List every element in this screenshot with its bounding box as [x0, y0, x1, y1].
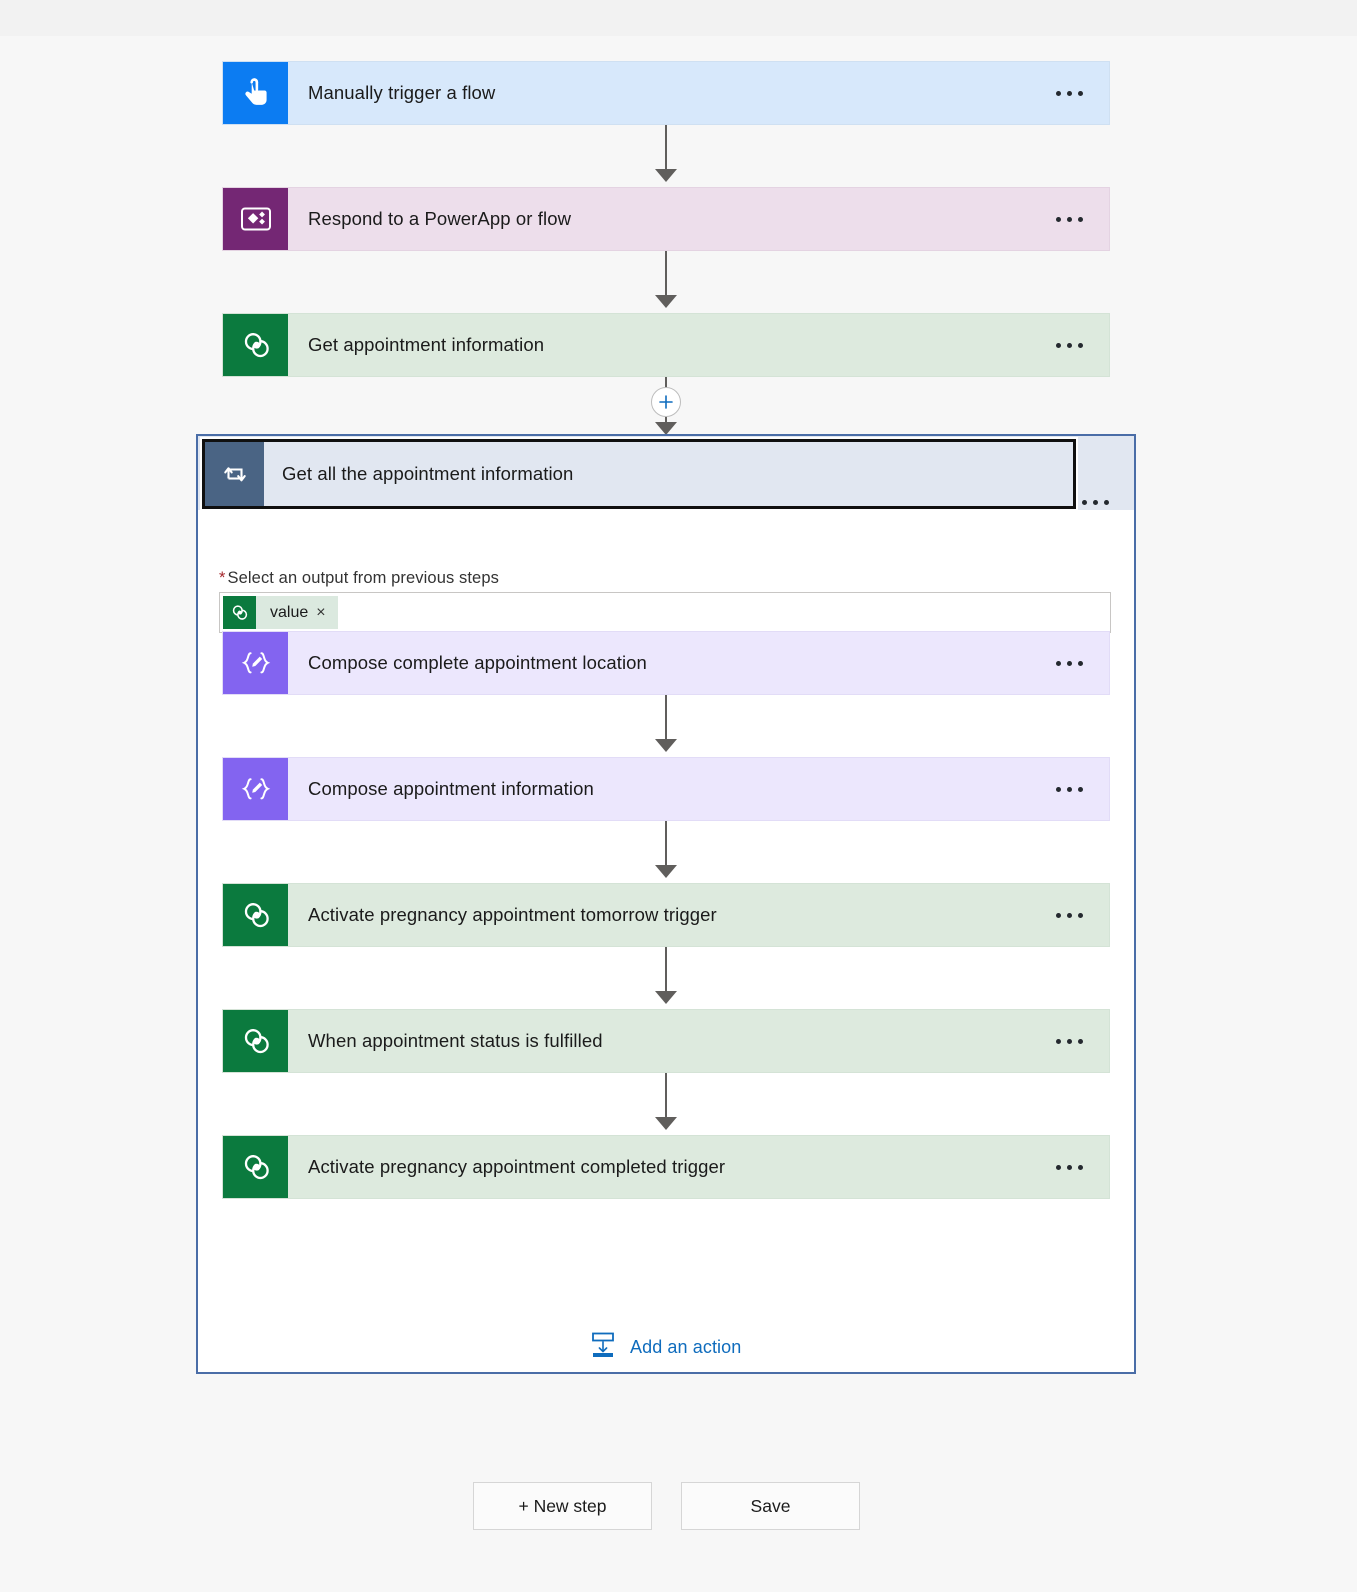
dataverse-icon — [223, 1136, 288, 1198]
flow-node-title: Get appointment information — [308, 334, 545, 355]
insert-below-icon — [588, 1330, 618, 1365]
flow-node-compose-complete-appointment-location[interactable]: Compose complete appointment location — [222, 631, 1110, 695]
flow-node-body: Activate pregnancy appointment completed… — [288, 1136, 1109, 1198]
flow-node-body: Get appointment information — [288, 314, 1109, 376]
new-step-button[interactable]: + New step — [473, 1482, 652, 1530]
flow-node-respond-powerapp[interactable]: Respond to a PowerApp or flow — [222, 187, 1110, 251]
flow-node-activate-pregnancy-appointment-tomorrow-trigger[interactable]: Activate pregnancy appointment tomorrow … — [222, 883, 1110, 947]
dataverse-icon — [223, 314, 288, 376]
select-output-input[interactable]: value × — [219, 592, 1111, 633]
flow-node-menu-button[interactable] — [1052, 85, 1087, 102]
connector-line — [665, 947, 667, 993]
flow-node-get-appointment-information[interactable]: Get appointment information — [222, 313, 1110, 377]
connector-line — [665, 125, 667, 171]
plus-icon — [659, 395, 673, 409]
flow-node-activate-pregnancy-appointment-completed-trigger[interactable]: Activate pregnancy appointment completed… — [222, 1135, 1110, 1199]
connector-arrow — [655, 865, 677, 878]
flow-node-menu-button[interactable] — [1052, 1033, 1087, 1050]
flow-node-body: Manually trigger a flow — [288, 62, 1109, 124]
add-an-action-label: Add an action — [630, 1337, 742, 1357]
flow-node-menu-button[interactable] — [1052, 655, 1087, 672]
flow-node-body: Respond to a PowerApp or flow — [288, 188, 1109, 250]
apply-to-each-title-box: Get all the appointment information — [264, 442, 1073, 506]
flow-node-title: Respond to a PowerApp or flow — [308, 208, 572, 229]
apply-to-each-menu-button[interactable] — [1078, 494, 1113, 511]
flow-node-when-appointment-status-is-fulfilled[interactable]: When appointment status is fulfilled — [222, 1009, 1110, 1073]
powerapps-icon — [223, 188, 288, 250]
dataverse-icon — [223, 596, 256, 629]
flow-node-title: When appointment status is fulfilled — [308, 1030, 603, 1051]
add-an-action-button[interactable]: Add an action — [588, 1330, 741, 1365]
flow-node-body: When appointment status is fulfilled — [288, 1010, 1109, 1072]
token-label: value — [270, 603, 309, 621]
connector-arrow — [655, 169, 677, 182]
compose-icon — [223, 632, 288, 694]
loop-repeat-icon — [205, 442, 264, 506]
flow-node-body: Compose complete appointment location — [288, 632, 1109, 694]
apply-to-each-header-focus[interactable]: Get all the appointment information — [202, 439, 1076, 509]
flow-node-manual-trigger[interactable]: Manually trigger a flow — [222, 61, 1110, 125]
connector-arrow — [655, 991, 677, 1004]
required-asterisk: * — [219, 569, 226, 587]
flow-designer-canvas: Manually trigger a flow Respond to a Pow… — [0, 36, 1357, 1592]
dataverse-icon — [223, 884, 288, 946]
token-remove-icon[interactable]: × — [316, 603, 326, 621]
flow-node-menu-button[interactable] — [1052, 781, 1087, 798]
connector-line — [665, 1073, 667, 1119]
select-output-label-text: Select an output from previous steps — [227, 569, 499, 587]
connector-arrow — [655, 1117, 677, 1130]
window-top-strip — [0, 0, 1357, 36]
flow-node-title: Activate pregnancy appointment tomorrow … — [308, 904, 717, 925]
flow-node-title: Compose appointment information — [308, 778, 594, 799]
connector-arrow — [655, 295, 677, 308]
connector-line — [665, 821, 667, 867]
flow-node-menu-button[interactable] — [1052, 337, 1087, 354]
flow-node-title: Activate pregnancy appointment completed… — [308, 1156, 726, 1177]
save-button[interactable]: Save — [681, 1482, 860, 1530]
connector-line — [665, 695, 667, 741]
flow-node-body: Compose appointment information — [288, 758, 1109, 820]
flow-node-compose-appointment-information[interactable]: Compose appointment information — [222, 757, 1110, 821]
select-output-label: *Select an output from previous steps — [219, 569, 499, 588]
flow-node-title: Manually trigger a flow — [308, 82, 496, 103]
connector-arrow — [655, 422, 677, 435]
connector-line — [665, 251, 667, 297]
flow-node-menu-button[interactable] — [1052, 211, 1087, 228]
compose-icon — [223, 758, 288, 820]
flow-node-body: Activate pregnancy appointment tomorrow … — [288, 884, 1109, 946]
tap-hand-icon — [223, 62, 288, 124]
flow-node-menu-button[interactable] — [1052, 907, 1087, 924]
insert-step-button[interactable] — [651, 387, 681, 417]
apply-to-each-header[interactable]: Get all the appointment information — [196, 434, 1136, 510]
connector-arrow — [655, 739, 677, 752]
flow-node-menu-button[interactable] — [1052, 1159, 1087, 1176]
dataverse-icon — [223, 1010, 288, 1072]
flow-node-title: Compose complete appointment location — [308, 652, 647, 673]
apply-to-each-title: Get all the appointment information — [282, 463, 574, 484]
dynamic-content-token[interactable]: value × — [223, 596, 338, 629]
